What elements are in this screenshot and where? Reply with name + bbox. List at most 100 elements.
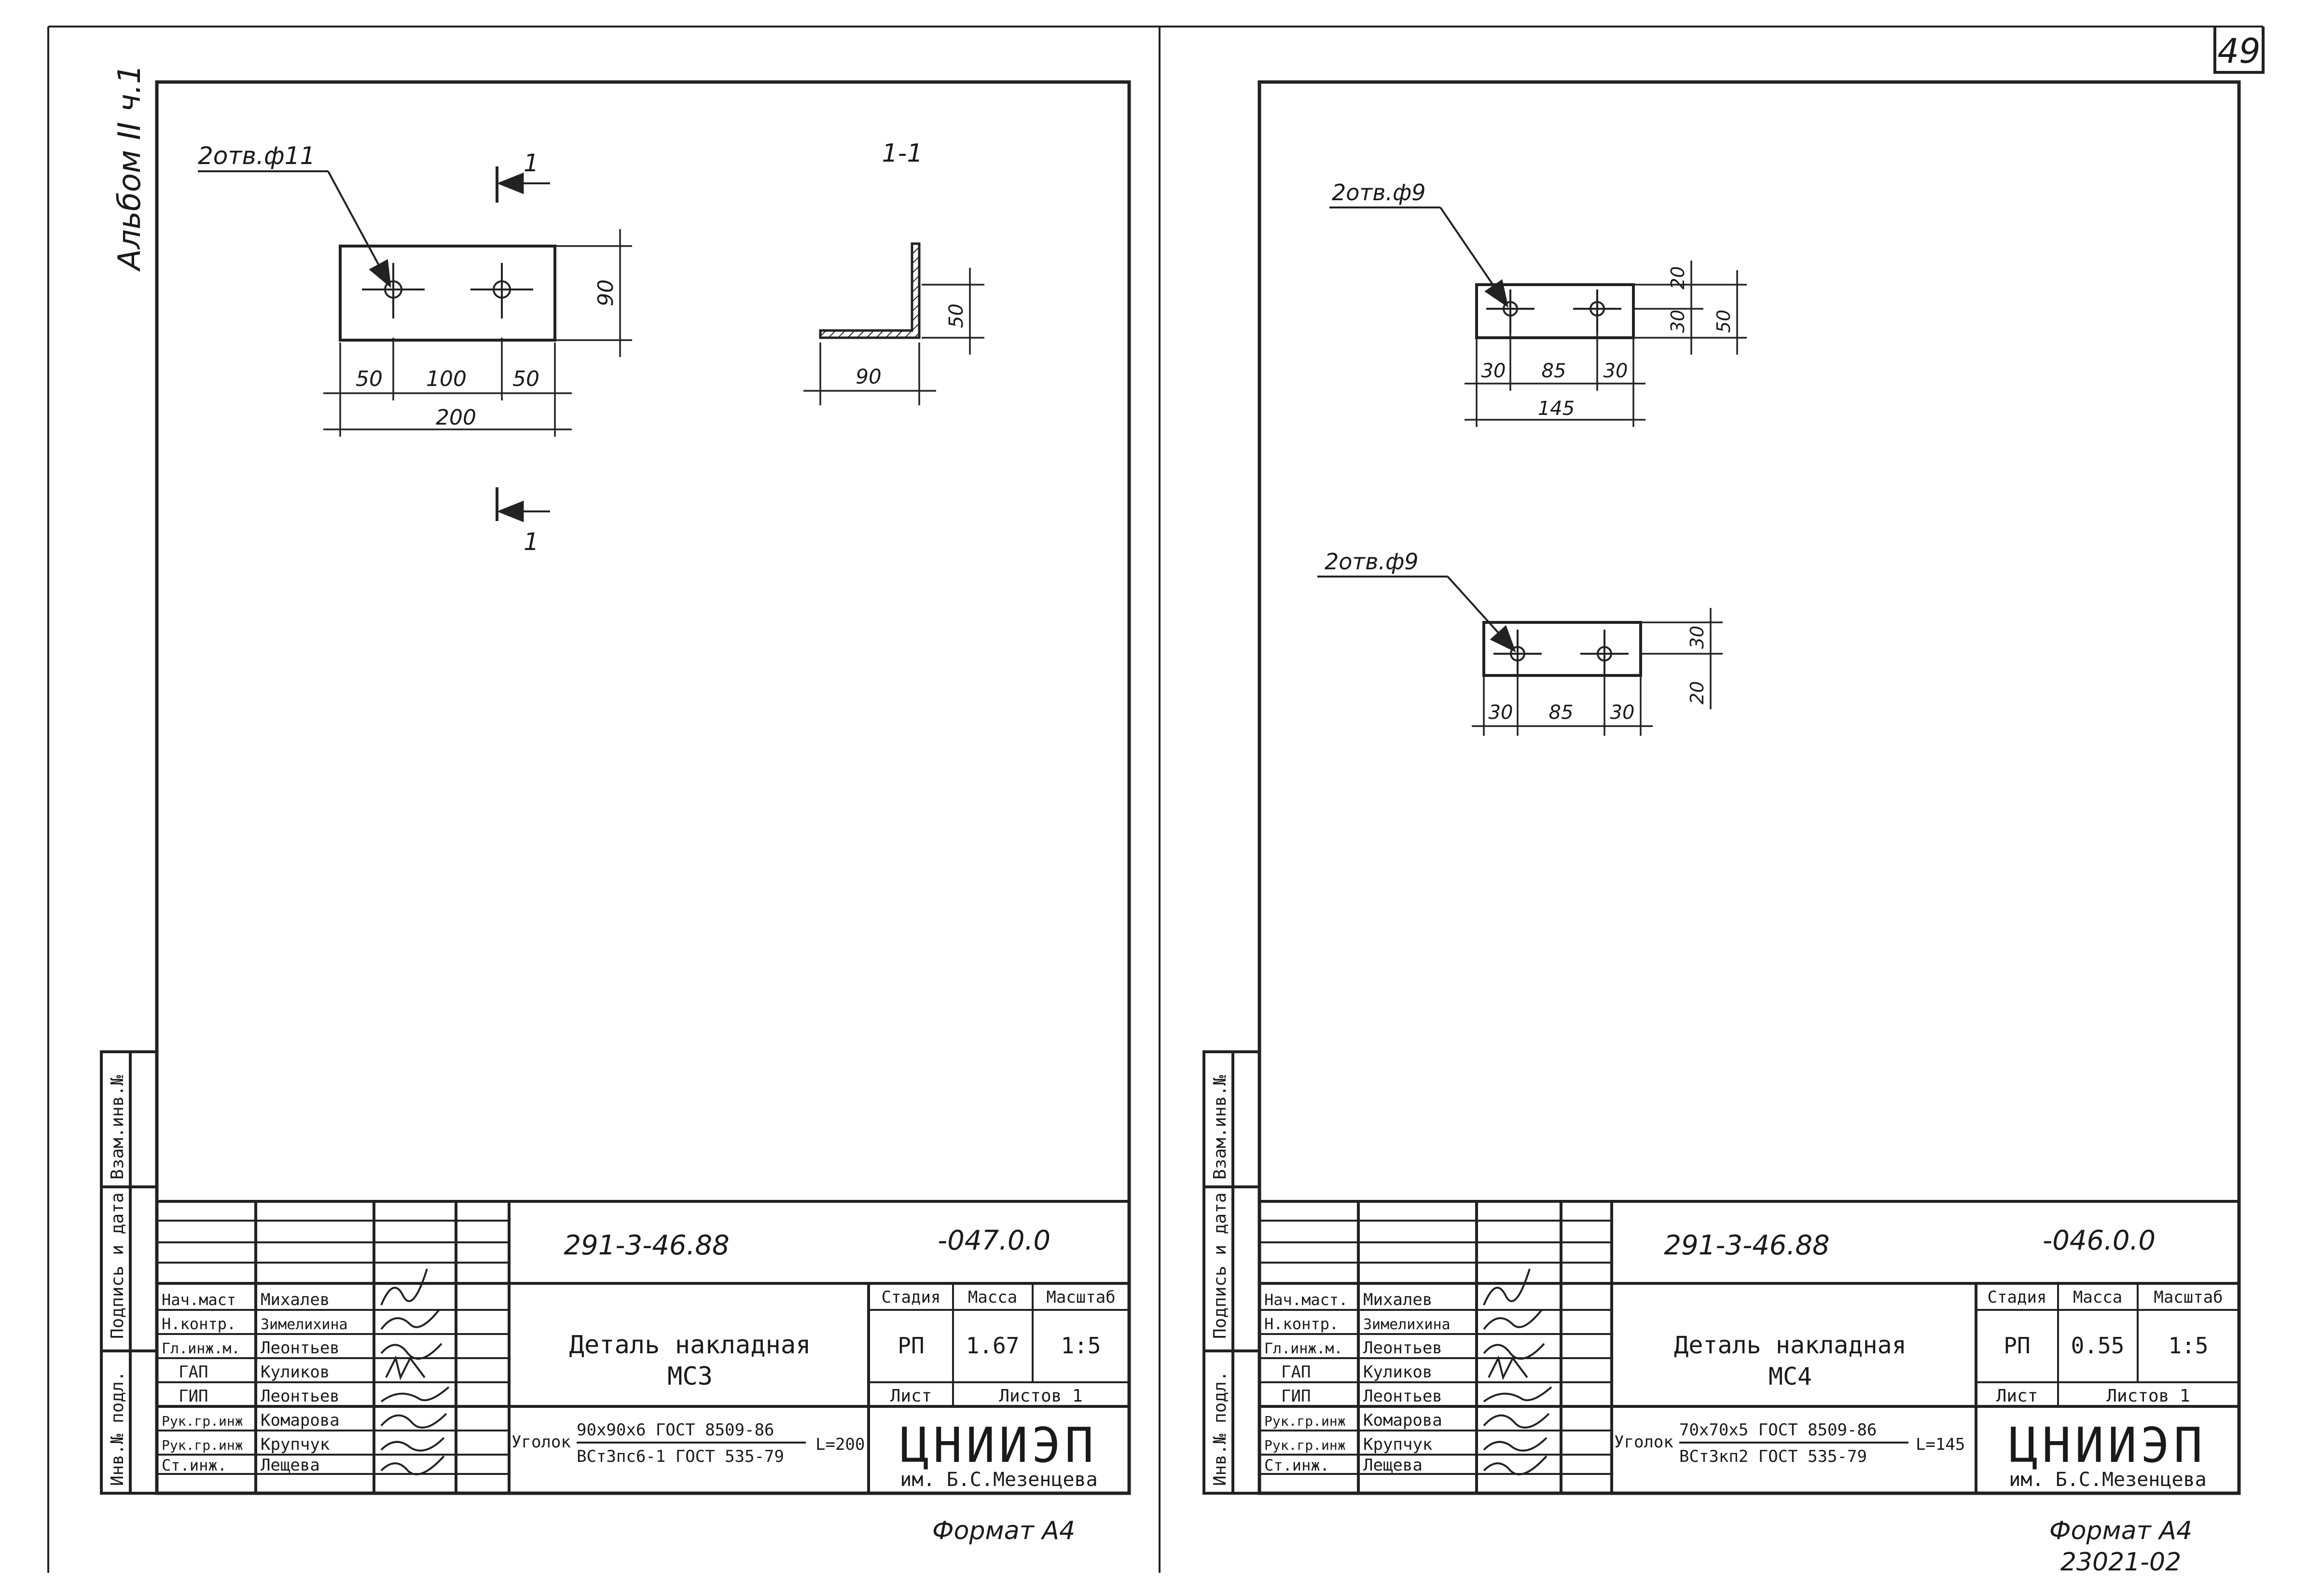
left-sheet: Альбом II ч.1 Взам.инв.№ Подпись и дата …: [100, 64, 1131, 1545]
left-mass: 1.67: [966, 1333, 1020, 1359]
right-signatures: [1483, 1268, 1552, 1475]
left-side-stamp: Взам.инв.№ Подпись и дата Инв.№ подл.: [100, 1050, 158, 1495]
right-top-dim-20: 20: [1667, 266, 1688, 289]
dim-50a: 50: [356, 367, 383, 391]
left-hole-note: 2отв.ф11: [198, 142, 315, 170]
right-staff-name-7: Лещева: [1363, 1456, 1423, 1475]
left-staff-role-5: Рук.гр.инж: [162, 1413, 243, 1429]
right-bottom-dim-30v: 30: [1686, 626, 1708, 649]
right-material-length: L=145: [1916, 1435, 1965, 1454]
right-format: Формат А4: [2049, 1516, 2192, 1545]
left-drawing-frame: [155, 80, 1131, 1495]
right-material-bottom: ВСт3кп2 ГОСТ 535-79: [1679, 1447, 1867, 1466]
left-staff-role-6: Рук.гр.инж: [162, 1437, 243, 1453]
left-title-block: 291-3-46.88 -047.0.0 Деталь накладная МС…: [157, 1200, 1129, 1493]
right-top-dim-30a: 30: [1481, 360, 1506, 382]
left-staff-role-1: Н.контр.: [162, 1315, 236, 1333]
dim-200: 200: [436, 405, 476, 430]
right-mass-hdr: Масса: [2073, 1288, 2122, 1307]
left-staff-role-2: Гл.инж.м.: [162, 1340, 240, 1357]
left-section-view: 1-1 50 90: [803, 139, 984, 405]
section-title: 1-1: [882, 139, 923, 168]
right-hole-note-bottom: 2отв.ф9: [1325, 549, 1419, 575]
right-top-dim-145: 145: [1538, 398, 1575, 420]
left-code: 291-3-46.88: [564, 1230, 729, 1261]
left-plate-drawing: 2отв.ф11 50 100 50 200 90 1 1: [198, 142, 632, 556]
right-stage: РП: [2004, 1333, 2030, 1359]
left-org-line1: ЦНИИЭП: [900, 1417, 1097, 1473]
left-stage: РП: [898, 1333, 924, 1359]
left-scale: 1:5: [1061, 1333, 1101, 1359]
right-top-dim-30b: 30: [1603, 360, 1628, 382]
right-staff-name-4: Леонтьев: [1363, 1387, 1442, 1406]
left-org-line2: им. Б.С.Мезенцева: [900, 1469, 1097, 1491]
right-org-line2: им. Б.С.Мезенцева: [2009, 1469, 2206, 1491]
right-bottom-dim-85: 85: [1549, 702, 1574, 724]
dim-50b: 50: [512, 367, 539, 391]
right-staff-role-0: Нач.маст.: [1264, 1291, 1348, 1309]
left-signatures: [380, 1268, 450, 1475]
right-side-stamp: Взам.инв.№ Подпись и дата Инв.№ подл.: [1202, 1050, 1261, 1495]
left-material-length: L=200: [815, 1435, 865, 1454]
right-bottom-dim-30a: 30: [1489, 702, 1513, 724]
right-side-label-vzam: Взам.инв.№: [1210, 1075, 1230, 1180]
right-stage-hdr: Стадия: [1988, 1288, 2047, 1307]
left-staff-role-3: ГАП: [179, 1362, 208, 1382]
right-staff-name-3: Куликов: [1363, 1362, 1432, 1382]
right-code: 291-3-46.88: [1664, 1230, 1829, 1261]
left-stage-hdr: Стадия: [882, 1288, 941, 1307]
left-staff-name-7: Лещева: [261, 1456, 320, 1475]
left-mass-hdr: Масса: [968, 1288, 1017, 1307]
left-material-label: Уголок: [511, 1432, 571, 1452]
left-material-bottom: ВСт3пс6-1 ГОСТ 535-79: [577, 1447, 784, 1466]
left-title-line1: Деталь накладная: [569, 1331, 811, 1360]
right-staff-role-5: Рук.гр.инж: [1264, 1413, 1346, 1429]
right-sheet: Взам.инв.№ Подпись и дата Инв.№ подл. 2о…: [1202, 80, 2241, 1577]
page-number-box: 49: [2213, 27, 2265, 74]
right-top-dim-50v: 50: [1713, 310, 1734, 333]
right-staff-role-1: Н.контр.: [1264, 1315, 1339, 1333]
left-staff-name-0: Михалев: [261, 1290, 330, 1309]
left-doc-no: -047.0.0: [938, 1225, 1050, 1256]
right-staff-name-2: Леонтьев: [1363, 1338, 1442, 1358]
right-side-label-inv: Инв.№ подл.: [1210, 1371, 1230, 1486]
left-staff-list: Нач.маст Михалев Н.контр. Зимелихина Гл.…: [162, 1290, 348, 1475]
dim-50v: 50: [945, 303, 967, 328]
right-side-label-podpis: Подпись и дата: [1210, 1193, 1230, 1339]
left-staff-role-7: Ст.инж.: [162, 1456, 227, 1474]
left-staff-role-4: ГИП: [179, 1387, 208, 1406]
right-scale-hdr: Масштаб: [2154, 1288, 2223, 1307]
left-staff-name-6: Крупчук: [261, 1435, 330, 1454]
section-mark-top: 1: [524, 149, 539, 177]
left-title-line2: МС3: [667, 1362, 713, 1391]
right-plate-bottom: 2отв.ф9 30 85 30 30 20: [1317, 549, 1723, 736]
left-scale-hdr: Масштаб: [1046, 1288, 1115, 1307]
right-mass: 0.55: [2071, 1333, 2125, 1359]
page-number: 49: [2217, 31, 2260, 71]
right-top-dim-85: 85: [1542, 360, 1566, 382]
right-material-top: 70x70x5 ГОСТ 8509-86: [1679, 1420, 1877, 1440]
right-hole-note-top: 2отв.ф9: [1332, 179, 1426, 206]
left-staff-name-2: Леонтьев: [261, 1338, 340, 1358]
dim-90h: 90: [856, 365, 881, 388]
right-staff-name-0: Михалев: [1363, 1290, 1432, 1309]
section-mark-bottom: 1: [524, 528, 539, 556]
right-title-line1: Деталь накладная: [1674, 1331, 1907, 1359]
right-org-line1: ЦНИИЭП: [2009, 1417, 2206, 1473]
right-bottom-dim-30b: 30: [1610, 702, 1635, 724]
left-staff-name-4: Леонтьев: [261, 1387, 340, 1406]
left-material-top: 90x90x6 ГОСТ 8509-86: [577, 1420, 774, 1440]
left-staff-name-1: Зимелихина: [261, 1316, 348, 1333]
dim-90v: 90: [594, 279, 618, 306]
right-staff-name-5: Комарова: [1363, 1411, 1442, 1430]
left-sheet-hdr: Лист: [890, 1386, 932, 1406]
right-staff-name-1: Зимелихина: [1363, 1316, 1451, 1333]
right-staff-role-7: Ст.инж.: [1264, 1456, 1329, 1474]
left-staff-name-5: Комарова: [261, 1411, 340, 1430]
right-staff-role-4: ГИП: [1281, 1387, 1311, 1406]
left-staff-role-0: Нач.маст: [162, 1291, 236, 1309]
bottom-code: 23021-02: [2060, 1548, 2181, 1577]
right-title-block: 291-3-46.88 -046.0.0 Деталь накладная МС…: [1259, 1200, 2239, 1493]
side-label-vzam: Взам.инв.№: [108, 1075, 127, 1180]
right-sheet-hdr: Лист: [1996, 1386, 2038, 1406]
